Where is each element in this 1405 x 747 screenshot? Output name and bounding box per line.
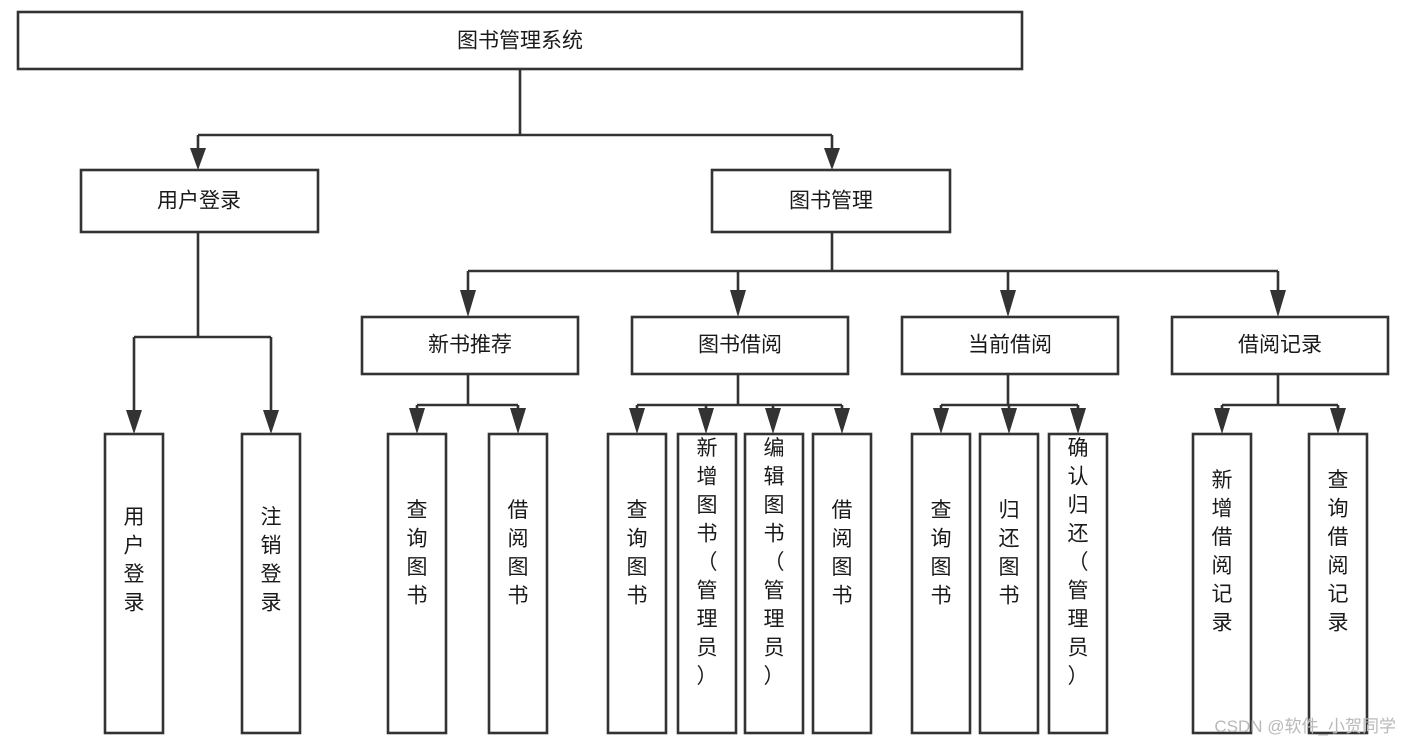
arrow-bookmanage-current-icon (1000, 290, 1016, 317)
node-leaf-cur-confirm-label: 确认归还（管理员） (1068, 437, 1089, 688)
arrow-bookmanage-record-icon (1270, 290, 1286, 317)
arrow-borrow-leaf4-icon (834, 408, 850, 434)
node-book-manage-box[interactable] (710, 168, 952, 234)
node-user-login-box[interactable] (79, 168, 320, 234)
arrow-bookmanage-borrow-icon (730, 290, 746, 317)
node-book-borrow-label: 图书借阅 (698, 334, 782, 357)
node-root-box[interactable] (16, 10, 1024, 71)
node-leaf-borrow-do-label: 借阅图书 (832, 499, 853, 608)
node-leaf-borrow-edit[interactable]: 编辑图书（管理员） (743, 432, 805, 735)
node-root[interactable]: 图书管理系统 (16, 10, 1024, 71)
node-leaf-user-login-box[interactable] (103, 432, 165, 735)
node-user-login[interactable]: 用户登录 (79, 168, 320, 234)
arrow-current-leaf3-icon (1070, 408, 1086, 434)
node-current-borrow[interactable]: 当前借阅 (900, 315, 1120, 376)
node-leaf-rec-borrow-label: 借阅图书 (508, 499, 529, 608)
arrow-bookmanage-newbook-icon (460, 290, 476, 317)
node-leaf-cur-confirm[interactable]: 确认归还（管理员） (1047, 432, 1109, 735)
node-root-label: 图书管理系统 (457, 30, 583, 53)
node-leaf-rec-query2-label: 查询借阅记录 (1328, 469, 1349, 635)
arrow-borrow-leaf1-icon (629, 408, 645, 434)
node-leaf-borrow-add[interactable]: 新增图书（管理员） (676, 432, 738, 735)
node-leaf-rec-query-box[interactable] (386, 432, 448, 735)
node-leaf-rec-query2[interactable]: 查询借阅记录 (1307, 432, 1369, 735)
node-book-borrow[interactable]: 图书借阅 (630, 315, 850, 376)
node-book-borrow-box[interactable] (630, 315, 850, 376)
node-leaf-borrow-do[interactable]: 借阅图书 (811, 432, 873, 735)
arrow-borrow-leaf2-icon (698, 408, 714, 434)
node-leaf-cur-query-label: 查询图书 (931, 499, 952, 608)
node-leaf-borrow-do-box[interactable] (811, 432, 873, 735)
node-leaf-rec-query2-box[interactable] (1307, 432, 1369, 735)
node-leaf-user-login[interactable]: 用户登录 (103, 432, 165, 735)
arrow-root-to-book-manage-icon (824, 148, 840, 170)
node-leaf-rec-add[interactable]: 新增借阅记录 (1191, 432, 1253, 735)
node-leaf-user-logout-box[interactable] (240, 432, 302, 735)
node-leaf-borrow-query-label: 查询图书 (627, 499, 648, 608)
node-leaf-borrow-edit-box[interactable] (743, 432, 805, 735)
node-leaf-user-login-label: 用户登录 (124, 506, 145, 615)
node-leaf-cur-confirm-box[interactable] (1047, 432, 1109, 735)
arrow-root-to-user-login-icon (190, 148, 206, 170)
arrow-newbook-leaf2-icon (510, 408, 526, 434)
node-leaf-rec-query-label: 查询图书 (407, 499, 428, 608)
node-leaf-borrow-add-label: 新增图书（管理员） (697, 437, 718, 688)
node-borrow-record[interactable]: 借阅记录 (1170, 315, 1390, 376)
connector-layer (126, 69, 1346, 434)
arrow-current-leaf1-icon (933, 408, 949, 434)
node-leaf-borrow-edit-label: 编辑图书（管理员） (764, 437, 785, 688)
node-leaf-user-logout-label: 注销登录 (261, 506, 282, 615)
node-new-book-rec-label: 新书推荐 (428, 334, 512, 357)
arrow-borrow-leaf3-icon (765, 408, 781, 434)
node-current-borrow-box[interactable] (900, 315, 1120, 376)
node-leaf-rec-borrow[interactable]: 借阅图书 (487, 432, 549, 735)
arrow-userlogin-leaf2-icon (263, 410, 279, 434)
node-leaf-borrow-query[interactable]: 查询图书 (606, 432, 668, 735)
node-leaf-cur-query-box[interactable] (910, 432, 972, 735)
node-leaf-borrow-add-box[interactable] (676, 432, 738, 735)
node-leaf-rec-add-label: 新增借阅记录 (1212, 469, 1233, 635)
arrow-userlogin-leaf1-icon (126, 410, 142, 434)
node-new-book-rec[interactable]: 新书推荐 (360, 315, 580, 376)
arrow-current-leaf2-icon (1001, 408, 1017, 434)
node-borrow-record-box[interactable] (1170, 315, 1390, 376)
node-borrow-record-label: 借阅记录 (1238, 334, 1322, 357)
node-book-manage[interactable]: 图书管理 (710, 168, 952, 234)
node-leaf-user-logout[interactable]: 注销登录 (240, 432, 302, 735)
node-leaf-rec-query[interactable]: 查询图书 (386, 432, 448, 735)
node-leaf-borrow-query-box[interactable] (606, 432, 668, 735)
arrow-record-leaf1-icon (1214, 408, 1230, 434)
node-leaf-rec-add-box[interactable] (1191, 432, 1253, 735)
node-current-borrow-label: 当前借阅 (968, 334, 1052, 357)
node-leaf-cur-query[interactable]: 查询图书 (910, 432, 972, 735)
node-user-login-label: 用户登录 (157, 190, 241, 213)
arrow-newbook-leaf1-icon (409, 408, 425, 434)
node-new-book-rec-box[interactable] (360, 315, 580, 376)
node-leaf-cur-return-box[interactable] (978, 432, 1040, 735)
node-leaf-rec-borrow-box[interactable] (487, 432, 549, 735)
node-leaf-cur-return[interactable]: 归还图书 (978, 432, 1040, 735)
csdn-watermark: CSDN @软件_小贺同学 (1214, 717, 1396, 736)
node-leaf-cur-return-label: 归还图书 (999, 499, 1020, 608)
node-book-manage-label: 图书管理 (789, 190, 873, 213)
arrow-record-leaf2-icon (1330, 408, 1346, 434)
